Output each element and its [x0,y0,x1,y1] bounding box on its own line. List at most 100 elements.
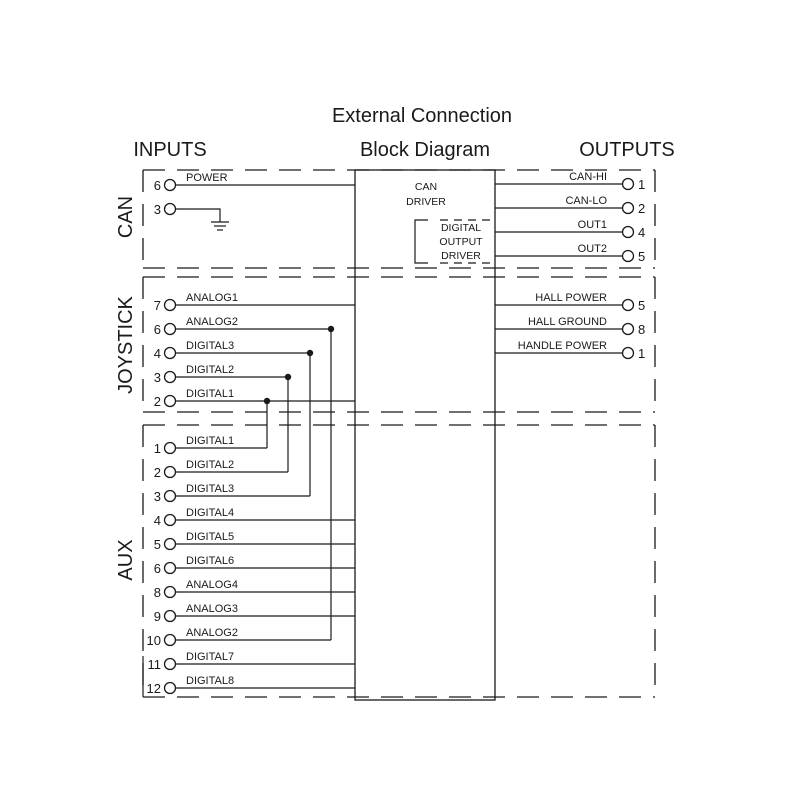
terminal-icon [621,225,635,239]
input-pin-aux-10: 10 ANALOG2 [147,627,331,648]
terminal-icon [163,513,177,527]
output-pin-can-2: 2 CAN-LO [495,195,645,216]
signal-label: DIGITAL2 [186,364,234,376]
pin-number: 3 [154,489,161,504]
joystick-group-label: JOYSTICK [115,295,137,393]
input-pin-aux-1: 1 DIGITAL1 [154,435,267,456]
input-pin-joystick-6: 6 ANALOG2 [154,316,331,337]
pin-number: 3 [154,370,161,385]
pin-number: 3 [154,202,161,217]
signal-label: ANALOG1 [186,292,238,304]
input-pin-aux-6: 6 DIGITAL6 [154,555,355,576]
terminal-icon [163,202,177,216]
output-pin-joystick-1: 1 HANDLE POWER [495,340,645,361]
signal-label: DIGITAL6 [186,555,234,567]
terminal-icon [163,441,177,455]
group-boundaries [142,169,656,698]
can-driver-line2: DRIVER [406,196,446,208]
terminal-icon [163,489,177,503]
output-pin-joystick-5: 5 HALL POWER [495,292,645,313]
pin-number: 9 [154,609,161,624]
digital-output-driver-line2: OUTPUT [439,236,483,248]
input-pin-joystick-3: 3 DIGITAL2 [154,364,288,385]
pin-number: 8 [154,585,161,600]
can-group-label: CAN [115,196,137,238]
input-pin-aux-5: 5 DIGITAL5 [154,531,355,552]
digital-output-driver-line1: DIGITAL [441,222,481,234]
signal-label: HALL POWER [535,292,607,304]
pin-number: 1 [638,346,645,361]
pin-number: 6 [154,178,161,193]
signal-label: CAN-LO [565,195,607,207]
input-pin-aux-9: 9 ANALOG3 [154,603,355,624]
aux-group-label: AUX [115,539,137,580]
pin-number: 4 [154,346,161,361]
signal-label: ANALOG4 [186,579,238,591]
digital-output-driver-line3: DRIVER [441,250,481,262]
ground-symbol-icon [176,208,229,231]
diagram-title: External Connection [332,105,512,127]
signal-label: DIGITAL3 [186,340,234,352]
signal-label: DIGITAL1 [186,435,234,447]
signal-label: DIGITAL1 [186,388,234,400]
pin-number: 5 [154,537,161,552]
pin-number: 6 [154,322,161,337]
signal-label: DIGITAL4 [186,507,234,519]
can-driver-line1: CAN [415,181,437,193]
terminal-icon [163,633,177,647]
terminal-icon [163,585,177,599]
signal-label: HANDLE POWER [518,340,607,352]
pin-number: 10 [147,633,161,648]
terminal-icon [163,370,177,384]
signal-label: DIGITAL2 [186,459,234,471]
block-diagram-heading: Block Diagram [360,139,490,161]
pin-number: 1 [154,441,161,456]
bus-lines [266,329,332,640]
signal-label: OUT1 [578,219,607,231]
outputs-heading: OUTPUTS [579,139,675,161]
signal-label: HALL GROUND [528,316,607,328]
signal-label: ANALOG2 [186,316,238,328]
terminal-icon [621,298,635,312]
terminal-icon [163,178,177,192]
controller-block [354,169,496,701]
terminal-icon [163,609,177,623]
inputs-heading: INPUTS [133,139,206,161]
pin-number: 2 [154,394,161,409]
pin-number: 4 [154,513,161,528]
terminal-icon [621,346,635,360]
signal-label: ANALOG2 [186,627,238,639]
pin-number: 1 [638,177,645,192]
pin-number: 6 [154,561,161,576]
terminal-icon [163,322,177,336]
pin-number: 7 [154,298,161,313]
input-pin-joystick-7: 7 ANALOG1 [154,292,355,313]
terminal-icon [163,561,177,575]
input-pin-aux-4: 4 DIGITAL4 [154,507,355,528]
pin-number: 5 [638,298,645,313]
terminal-icon [163,537,177,551]
signal-label: DIGITAL7 [186,651,234,663]
pin-number: 5 [638,249,645,264]
signal-label: DIGITAL3 [186,483,234,495]
terminal-icon [163,681,177,695]
terminal-icon [163,346,177,360]
terminal-icon [163,298,177,312]
pin-number: 12 [147,681,161,696]
terminal-icon [621,201,635,215]
signal-label: DIGITAL5 [186,531,234,543]
pin-number: 2 [638,201,645,216]
input-pin-can-3: 3 [154,202,177,217]
signal-label: ANALOG3 [186,603,238,615]
junction-dots [263,325,335,405]
